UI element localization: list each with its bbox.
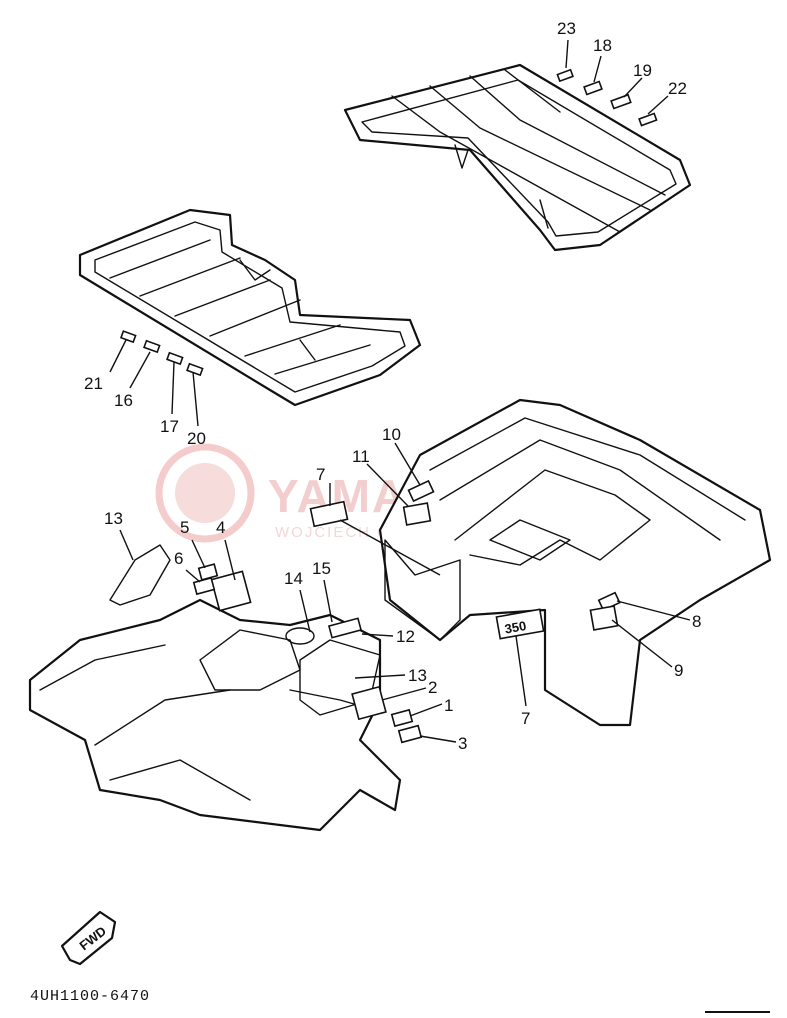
decal-15 (327, 617, 363, 639)
callout-1: 1 (444, 696, 453, 715)
rear-carrier-inner (361, 79, 677, 237)
callout-20: 20 (187, 429, 206, 448)
front-carrier-brackets (239, 259, 316, 361)
callout-13-left: 13 (104, 509, 123, 528)
rear-carrier-frame (343, 63, 692, 252)
callout-16: 16 (114, 391, 133, 410)
decal-7-front (309, 500, 349, 528)
model-badge-text: 350 (503, 618, 527, 637)
front-fender (28, 544, 423, 832)
fwd-arrow-icon: FWD (60, 910, 117, 966)
decal-23 (556, 68, 574, 83)
decal-9 (589, 605, 619, 631)
decal-21 (119, 330, 137, 344)
decal-18 (583, 80, 603, 96)
callout-7-lower: 7 (521, 709, 530, 728)
decal-5 (197, 563, 219, 581)
decal-4 (210, 570, 252, 612)
decal-6 (192, 576, 216, 596)
callout-3: 3 (458, 734, 467, 753)
fuel-cap-icon (285, 627, 315, 645)
front-carrier (78, 208, 422, 407)
decal-20 (186, 362, 204, 377)
rear-fender-body (378, 398, 772, 727)
decal-3 (397, 724, 423, 744)
callouts: 23 18 19 22 21 16 17 20 10 11 7 13 5 4 6… (84, 19, 701, 753)
front-carrier-inner (94, 221, 406, 393)
callout-5: 5 (180, 518, 189, 537)
callout-9: 9 (674, 661, 683, 680)
callout-15: 15 (312, 559, 331, 578)
callout-10: 10 (382, 425, 401, 444)
callout-6: 6 (174, 549, 183, 568)
callout-21: 21 (84, 374, 103, 393)
callout-8: 8 (692, 612, 701, 631)
front-fender-body (28, 598, 402, 832)
front-carrier-rails (109, 239, 371, 375)
front-fender-side-cover-13 (109, 544, 171, 606)
callout-7-upper: 7 (316, 465, 325, 484)
rear-carrier-brackets (454, 144, 549, 229)
decal-11 (402, 502, 432, 526)
callout-23: 23 (557, 19, 576, 38)
callout-14: 14 (284, 569, 303, 588)
callout-13-center: 13 (408, 666, 427, 685)
front-fender-contours (39, 644, 376, 801)
callout-4: 4 (216, 518, 225, 537)
callout-12: 12 (396, 627, 415, 646)
watermark-logo-icon (155, 443, 255, 543)
rear-carrier (343, 63, 692, 252)
rear-fender-side-panel (384, 539, 461, 641)
leader-lines (109, 39, 691, 743)
decal-10 (407, 479, 435, 503)
watermark-logo-core (175, 463, 235, 523)
rear-fender-tank-cutout (489, 519, 571, 561)
rear-fender: 350 (309, 398, 772, 727)
rear-carrier-rails (391, 69, 666, 233)
callout-22: 22 (668, 79, 687, 98)
rear-fender-contours (429, 417, 746, 566)
callout-17: 17 (160, 417, 179, 436)
decal-1 (390, 708, 414, 728)
decal-22 (638, 112, 658, 127)
callout-11: 11 (352, 447, 370, 466)
model-badge: 350 (495, 608, 545, 640)
callout-19: 19 (633, 61, 652, 80)
decal-17 (166, 351, 184, 366)
callout-18: 18 (593, 36, 612, 55)
front-carrier-frame (78, 208, 422, 407)
decal-19 (610, 93, 632, 110)
diagram-code: 4UH1100-6470 (30, 988, 150, 1005)
callout-2: 2 (428, 678, 437, 697)
decal-16 (143, 339, 161, 354)
